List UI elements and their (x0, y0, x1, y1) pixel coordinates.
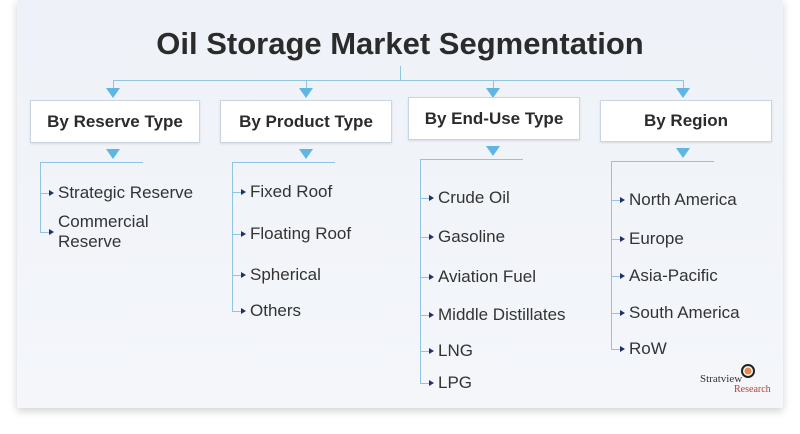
branch-tick (232, 311, 241, 312)
segment-item: RoW (629, 339, 667, 358)
branch-tick (420, 315, 429, 316)
bullet-arrow-icon (241, 231, 246, 237)
segment-item: South America (629, 303, 740, 322)
segment-item: Aviation Fuel (438, 267, 536, 286)
branch-tick (611, 349, 620, 350)
arrow-down-icon (106, 149, 120, 159)
arrow-down-icon (299, 149, 313, 159)
branch-horizontal (611, 161, 714, 162)
bullet-arrow-icon (241, 189, 246, 195)
segment-item: Middle Distillates (438, 305, 566, 324)
arrow-down-icon (486, 88, 500, 98)
branch-tick (420, 351, 429, 352)
branch-tick (232, 234, 241, 235)
bullet-arrow-icon (620, 273, 625, 279)
segment-header: By End-Use Type (408, 97, 580, 140)
arrow-down-icon (106, 88, 120, 98)
segment-item: LPG (438, 373, 473, 392)
segment-item: Strategic Reserve (58, 183, 194, 202)
branch-vertical (420, 159, 421, 384)
branch-tick (611, 276, 620, 277)
segment-header: By Product Type (220, 100, 392, 143)
branch-tick (420, 198, 429, 199)
segment-item: Others (250, 301, 302, 320)
segment-item: LNG (438, 341, 473, 360)
segment-item: Crude Oil (438, 188, 510, 207)
bullet-arrow-icon (49, 229, 54, 235)
bullet-arrow-icon (241, 308, 246, 314)
segment-item: Asia-Pacific (629, 266, 718, 285)
branch-horizontal (232, 162, 335, 163)
bullet-arrow-icon (429, 274, 434, 280)
connector-top (113, 80, 684, 81)
branch-horizontal (420, 159, 523, 160)
segment-item: Commercial Reserve (58, 212, 149, 251)
segment-item: North America (629, 190, 737, 209)
bullet-arrow-icon (429, 348, 434, 354)
branch-tick (420, 383, 429, 384)
branch-vertical (232, 162, 233, 312)
segment-item: Fixed Roof (250, 182, 333, 201)
connector-drop (306, 80, 307, 90)
branch-tick (232, 192, 241, 193)
svg-text:Stratview: Stratview (700, 373, 742, 385)
arrow-down-icon (676, 88, 690, 98)
bullet-arrow-icon (429, 380, 434, 386)
bullet-arrow-icon (241, 272, 246, 278)
stratview-logo: Stratview Research (700, 364, 771, 395)
branch-tick (232, 275, 241, 276)
branch-tick (40, 193, 49, 194)
bullet-arrow-icon (620, 236, 625, 242)
branch-tick (420, 237, 429, 238)
diagram-title: Oil Storage Market Segmentation (156, 26, 644, 61)
arrow-down-icon (299, 88, 313, 98)
segment-item: Gasoline (438, 227, 506, 246)
segment-item: Spherical (250, 265, 321, 284)
segment-item: Floating Roof (250, 224, 352, 243)
arrow-down-icon (486, 146, 500, 156)
bullet-arrow-icon (429, 195, 434, 201)
bullet-arrow-icon (620, 197, 625, 203)
branch-tick (420, 277, 429, 278)
branch-vertical (40, 162, 41, 233)
bullet-arrow-icon (49, 190, 54, 196)
segment-header: By Reserve Type (30, 100, 200, 143)
branch-tick (40, 232, 49, 233)
branch-vertical (611, 161, 612, 350)
branch-tick (611, 200, 620, 201)
segment-header: By Region (600, 100, 772, 142)
connector-drop (113, 80, 114, 90)
branch-tick (611, 313, 620, 314)
arrow-down-icon (676, 148, 690, 158)
connector-drop (683, 80, 684, 90)
branch-horizontal (40, 162, 143, 163)
svg-text:Research: Research (734, 384, 771, 395)
segment-item: Europe (629, 229, 684, 248)
bullet-arrow-icon (620, 310, 625, 316)
connector-drop (493, 80, 494, 90)
bullet-arrow-icon (429, 312, 434, 318)
branch-tick (611, 239, 620, 240)
bullet-arrow-icon (429, 234, 434, 240)
connector-stem (400, 66, 401, 80)
bullet-arrow-icon (620, 346, 625, 352)
